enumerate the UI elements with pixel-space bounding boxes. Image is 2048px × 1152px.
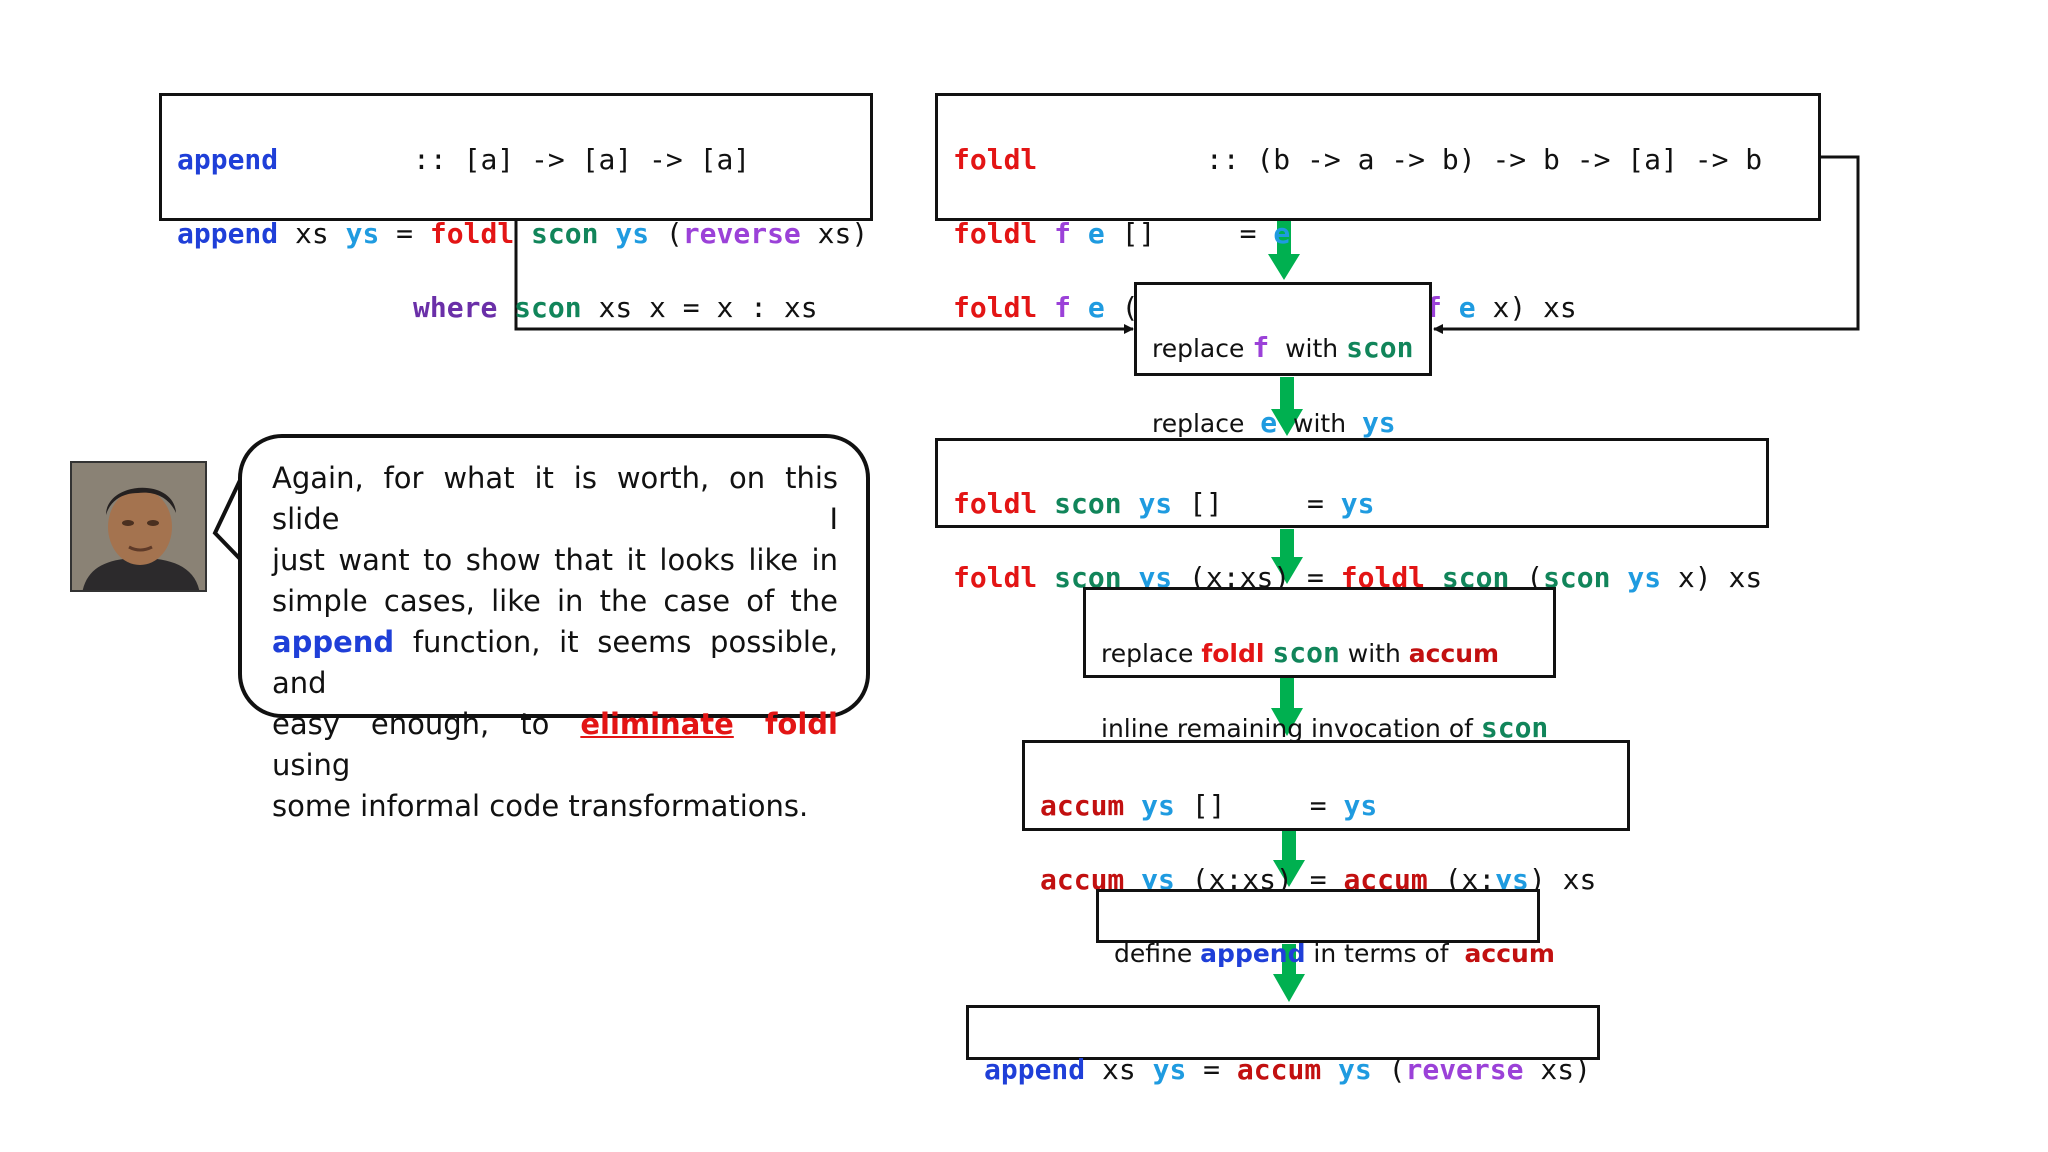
replace-f-line: replace f with scon	[1152, 331, 1414, 364]
bubble-line-3: simple cases, like in the case of the	[272, 584, 838, 618]
connector-append-to-replace	[514, 220, 1134, 334]
bubble-line-1: Again, for what it is worth, on this sli…	[272, 461, 838, 536]
presenter-face-image	[72, 463, 205, 590]
accum-base-line: accum ys [] = ys	[1040, 789, 1378, 822]
bubble-line-6: some informal code transformations.	[272, 789, 809, 823]
green-arrows	[1268, 221, 1305, 1002]
connector-foldl-to-replace	[1433, 155, 1860, 334]
replace-foldl-line: replace foldl scon with accum	[1101, 636, 1500, 669]
presenter-avatar	[70, 461, 207, 592]
inline-step-box: replace foldl scon with accum inline rem…	[1083, 587, 1556, 744]
foldl-scon-box: foldl scon ys [] = ys foldl scon ys (x:x…	[935, 438, 1769, 594]
replace-e-line: replace e with ys	[1152, 406, 1396, 439]
inline-scon-line: inline remaining invocation of scon	[1101, 711, 1549, 744]
foldl-keyword: foldl	[764, 707, 838, 741]
foldl-scon-base-line: foldl scon ys [] = ys	[953, 487, 1375, 520]
green-arrow-4	[1271, 678, 1303, 736]
final-def-line: append xs ys = accum ys (reverse xs)	[984, 1053, 1591, 1086]
green-arrow-2	[1271, 377, 1303, 436]
append-definition-box: append :: [a] -> [a] -> [a] append xs ys…	[159, 93, 873, 324]
append-where-line: where scon xs x = x : xs	[413, 291, 818, 324]
eliminate-keyword: eliminate	[580, 707, 734, 741]
append-def-line: append xs ys = foldl scon ys (reverse xs…	[177, 217, 869, 250]
define-line: define append in terms of accum	[1114, 939, 1555, 968]
green-arrow-1	[1268, 221, 1300, 280]
green-arrow-3	[1271, 529, 1303, 584]
green-arrow-6	[1273, 944, 1305, 1002]
foldl-base-line: foldl f e [] = e	[953, 217, 1291, 250]
bubble-line-5: easy enough, to eliminate foldl using	[272, 707, 838, 782]
append-sig-line: append :: [a] -> [a] -> [a]	[177, 143, 751, 176]
define-step-box: define append in terms of accum	[1096, 889, 1555, 968]
bubble-line-4: append function, it seems possible, and	[272, 625, 838, 700]
final-definition-box: append xs ys = accum ys (reverse xs)	[966, 1005, 1600, 1086]
replace-step-box: replace f with scon replace e with ys	[1134, 282, 1432, 439]
append-keyword: append	[272, 625, 395, 659]
bubble-line-2: just want to show that it looks like in	[272, 543, 838, 577]
speech-bubble: Again, for what it is worth, on this sli…	[238, 434, 870, 823]
green-arrow-5	[1273, 831, 1305, 887]
foldl-sig-line: foldl :: (b -> a -> b) -> b -> [a] -> b	[953, 143, 1763, 176]
